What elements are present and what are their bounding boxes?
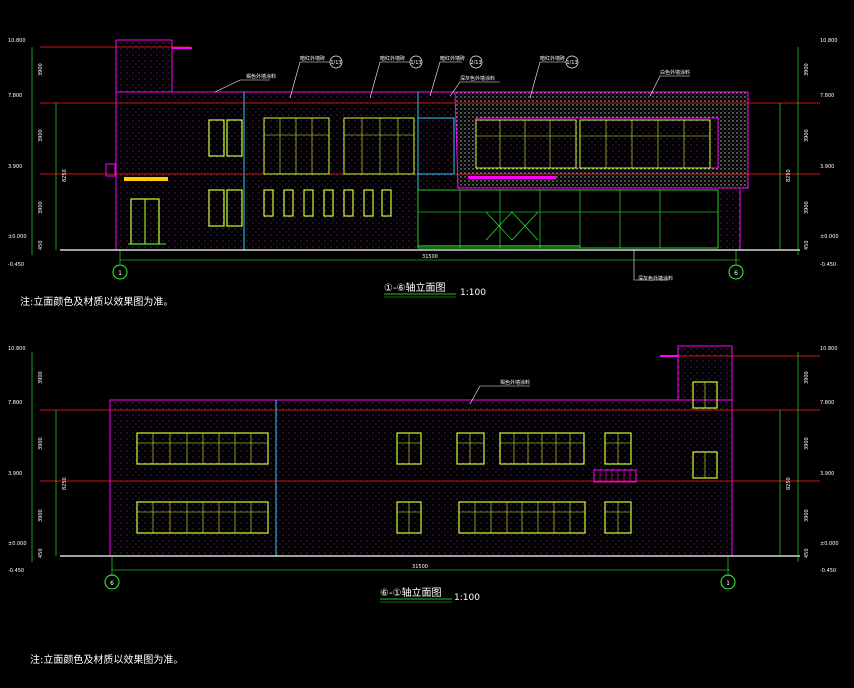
- window-group: [208, 119, 243, 227]
- vent-grille: [105, 163, 116, 177]
- level-dim: 3900: [804, 201, 810, 214]
- level-dim: 3900: [38, 129, 44, 142]
- axis-bubble: [112, 264, 128, 280]
- level-dim: 3900: [804, 63, 810, 76]
- level-dim: 3900: [38, 201, 44, 214]
- total-height: 8250: [786, 477, 792, 490]
- small-windows-lower: [263, 189, 392, 217]
- level-label: ±0.000: [8, 234, 27, 240]
- curtain-wall-top: [417, 189, 719, 249]
- callout-leader: [469, 385, 530, 405]
- canopy: [124, 177, 168, 181]
- callout-label: 暗红外墙砖: [440, 55, 465, 62]
- callout-tag-text: 1/13: [566, 60, 577, 66]
- level-label: -0.450: [8, 262, 24, 268]
- total-height: 8250: [62, 477, 68, 490]
- elevation-top: 31500 10.800 7.800 3.900 ±0.000 -0.450 3…: [8, 38, 839, 308]
- level-dim: 450: [804, 548, 810, 558]
- roof-flag: [660, 355, 678, 357]
- roof-flag: [172, 47, 192, 49]
- level-label: -0.450: [820, 262, 836, 268]
- curtain-mullions: [418, 190, 718, 248]
- drawing-note: 注:立面颜色及材质以效果图为准。: [30, 653, 183, 666]
- callout-label: 暗红外墙砖: [540, 55, 565, 62]
- level-dim: 3900: [38, 63, 44, 76]
- axis-label: 6: [734, 270, 738, 277]
- level-label: -0.450: [8, 568, 24, 574]
- vent-grille: [593, 469, 637, 483]
- level-label: ±0.000: [8, 541, 27, 547]
- callout-label: 白色外墙涂料: [660, 69, 690, 76]
- level-label: 7.800: [8, 93, 22, 99]
- total-dim-label: 31500: [412, 564, 428, 570]
- level-dim: 3900: [804, 509, 810, 522]
- level-label: 7.800: [820, 400, 834, 406]
- level-dim: 3900: [804, 371, 810, 384]
- callout-leaders: [214, 61, 690, 281]
- drawing-title: ⑥-①轴立面图: [380, 586, 442, 599]
- level-label: 3.900: [8, 471, 22, 477]
- level-dim: 450: [38, 548, 44, 558]
- callout-label: 褐色外墙涂料: [500, 379, 530, 386]
- axis-label: 1: [726, 580, 730, 587]
- level-dim: 3900: [804, 129, 810, 142]
- level-label: ±0.000: [820, 234, 839, 240]
- level-dim: 3900: [38, 509, 44, 522]
- axis-bubble: [104, 574, 120, 590]
- callout-label: 深灰色外墙涂料: [460, 75, 495, 82]
- level-label: 3.900: [820, 164, 834, 170]
- facade-tower-top: [115, 39, 173, 93]
- callout-tag-text: 2/13: [470, 60, 481, 66]
- level-dim: 450: [38, 240, 44, 250]
- level-label: 10.800: [820, 38, 838, 44]
- callout-label: 褐色外墙涂料: [246, 73, 276, 80]
- elevation-bottom: 31500 10.800 7.800 3.900 ±0.000 -0.450 3…: [8, 345, 839, 666]
- axis-bubble: [720, 574, 736, 590]
- axis-bubble: [728, 264, 744, 280]
- drawing-title: ①-⑥轴立面图: [384, 281, 446, 294]
- level-label: 7.800: [820, 93, 834, 99]
- level-label: 3.900: [820, 471, 834, 477]
- axis-label: 1: [118, 270, 122, 277]
- callout-tag-text: 1/13: [410, 60, 421, 66]
- total-height: 8250: [786, 169, 792, 182]
- mullions-bottom: [137, 382, 706, 533]
- mullions-upper: [264, 118, 710, 174]
- callout-label: 深灰色外墙涂料: [638, 275, 673, 282]
- callout-label: 暗红外墙砖: [300, 55, 325, 62]
- total-dim-label: 31500: [422, 254, 438, 260]
- vent-slats: [599, 470, 631, 482]
- callout-tags: [329, 55, 579, 69]
- ribbon-windows-upper: [263, 117, 711, 175]
- drawing-scale: 1:100: [460, 288, 486, 298]
- axis-label: 6: [110, 580, 114, 587]
- level-label: 10.800: [8, 346, 26, 352]
- level-dim: 3900: [38, 371, 44, 384]
- level-label: -0.450: [820, 568, 836, 574]
- accent-bar: [468, 176, 556, 179]
- drawing-note: 注:立面颜色及材质以效果图为准。: [20, 295, 173, 308]
- callout-tag-text: 1/13: [330, 60, 341, 66]
- level-label: 10.800: [820, 346, 838, 352]
- level-dim: 450: [804, 240, 810, 250]
- level-dim: 3900: [38, 437, 44, 450]
- callout-label: 暗红外墙砖: [380, 55, 405, 62]
- total-height: 8250: [62, 169, 68, 182]
- level-dim: 3900: [804, 437, 810, 450]
- level-label: 10.800: [8, 38, 26, 44]
- level-label: 3.900: [8, 164, 22, 170]
- drawing-scale: 1:100: [454, 593, 480, 603]
- level-label: 7.800: [8, 400, 22, 406]
- level-label: ±0.000: [820, 541, 839, 547]
